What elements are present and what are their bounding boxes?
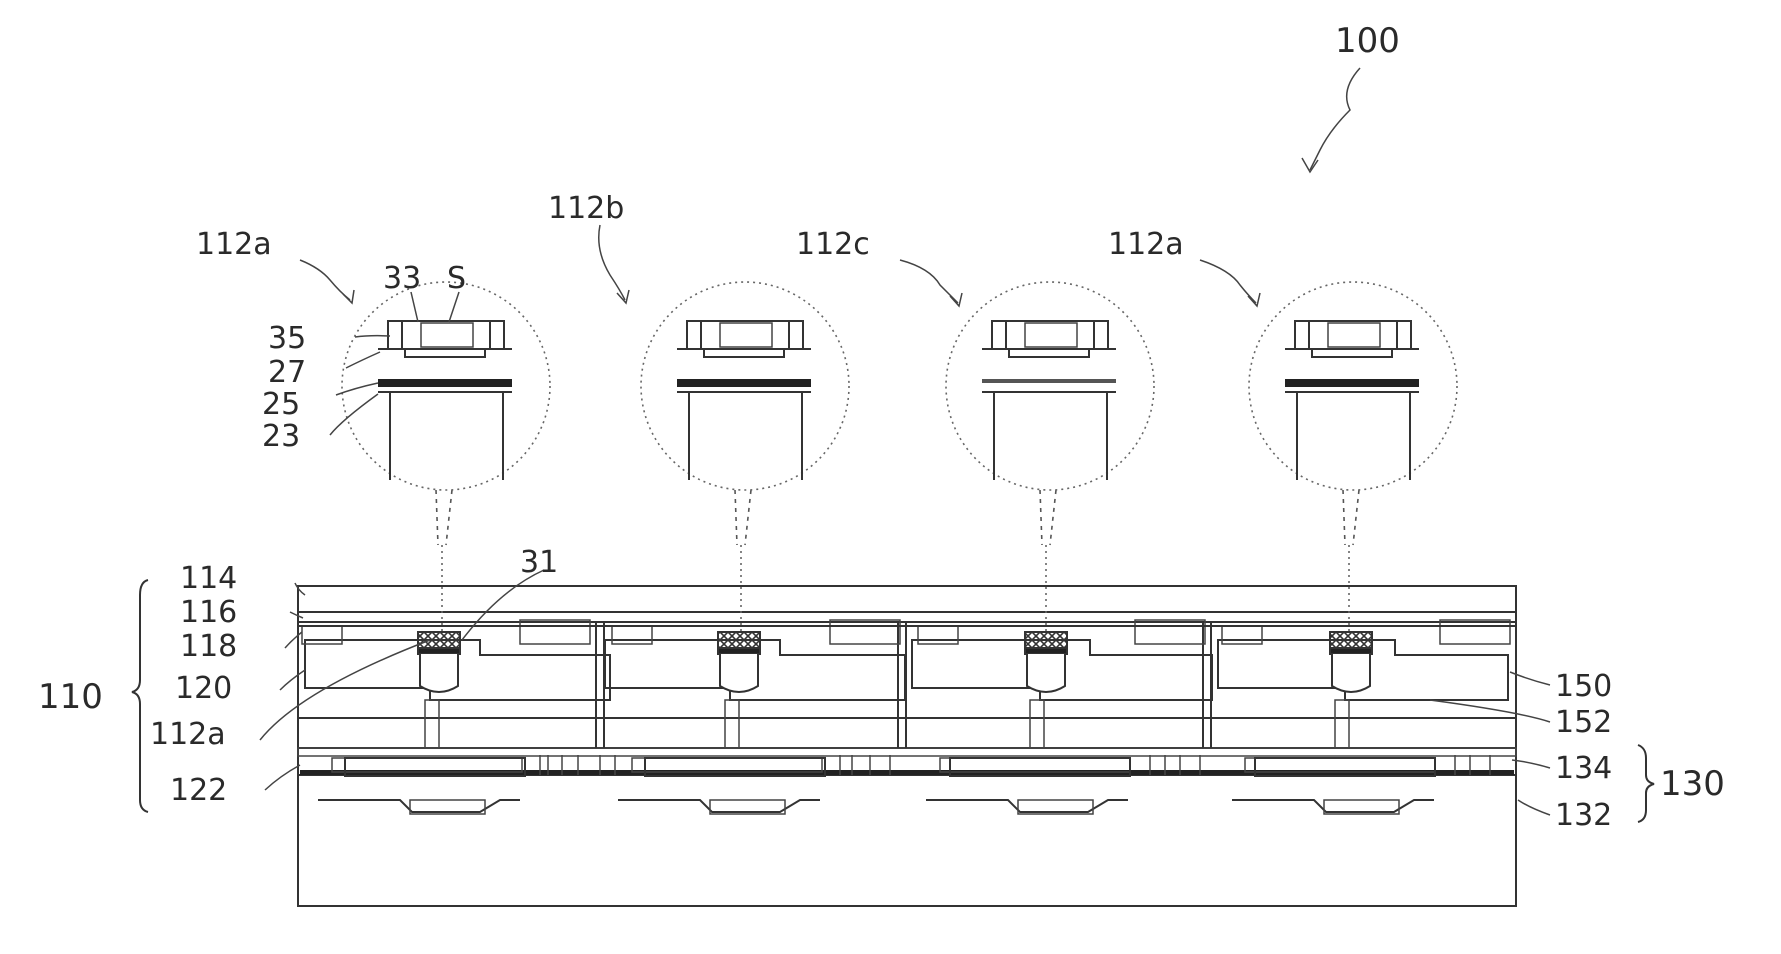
brace-110	[132, 580, 148, 812]
label-122: 122	[170, 773, 227, 808]
layer-114	[298, 586, 1516, 612]
brace-130	[1638, 745, 1654, 822]
detail-circle-112a-left	[342, 282, 550, 490]
label-132: 132	[1555, 798, 1612, 833]
label-118: 118	[180, 629, 237, 664]
label-112b: 112b	[548, 191, 624, 226]
substrate-132	[298, 775, 1516, 906]
projection-lines	[436, 490, 1359, 632]
label-112a-left: 112a	[196, 227, 272, 262]
label-31: 31	[520, 545, 558, 580]
label-130: 130	[1660, 764, 1725, 804]
layer-134	[298, 748, 1516, 775]
label-150: 150	[1555, 669, 1612, 704]
label-23: 23	[262, 419, 300, 454]
label-134: 134	[1555, 751, 1612, 786]
label-112c: 112c	[796, 227, 870, 262]
label-110: 110	[38, 677, 103, 717]
detail-circle-112c	[946, 282, 1154, 490]
label-112a: 112a	[150, 717, 226, 752]
label-33: 33	[383, 261, 421, 296]
label-116: 116	[180, 595, 237, 630]
label-35: 35	[268, 321, 306, 356]
substrate-traces	[318, 800, 1434, 814]
detail-circle-112a-right	[1249, 282, 1457, 490]
label-27: 27	[268, 355, 306, 390]
label-100: 100	[1335, 21, 1400, 61]
label-152: 152	[1555, 705, 1612, 740]
label-25: 25	[262, 387, 300, 422]
label-112a-right: 112a	[1108, 227, 1184, 262]
detail-circle-112b	[641, 282, 849, 490]
label-120: 120	[175, 671, 232, 706]
label-114: 114	[180, 561, 237, 596]
label-S: S	[447, 261, 466, 296]
